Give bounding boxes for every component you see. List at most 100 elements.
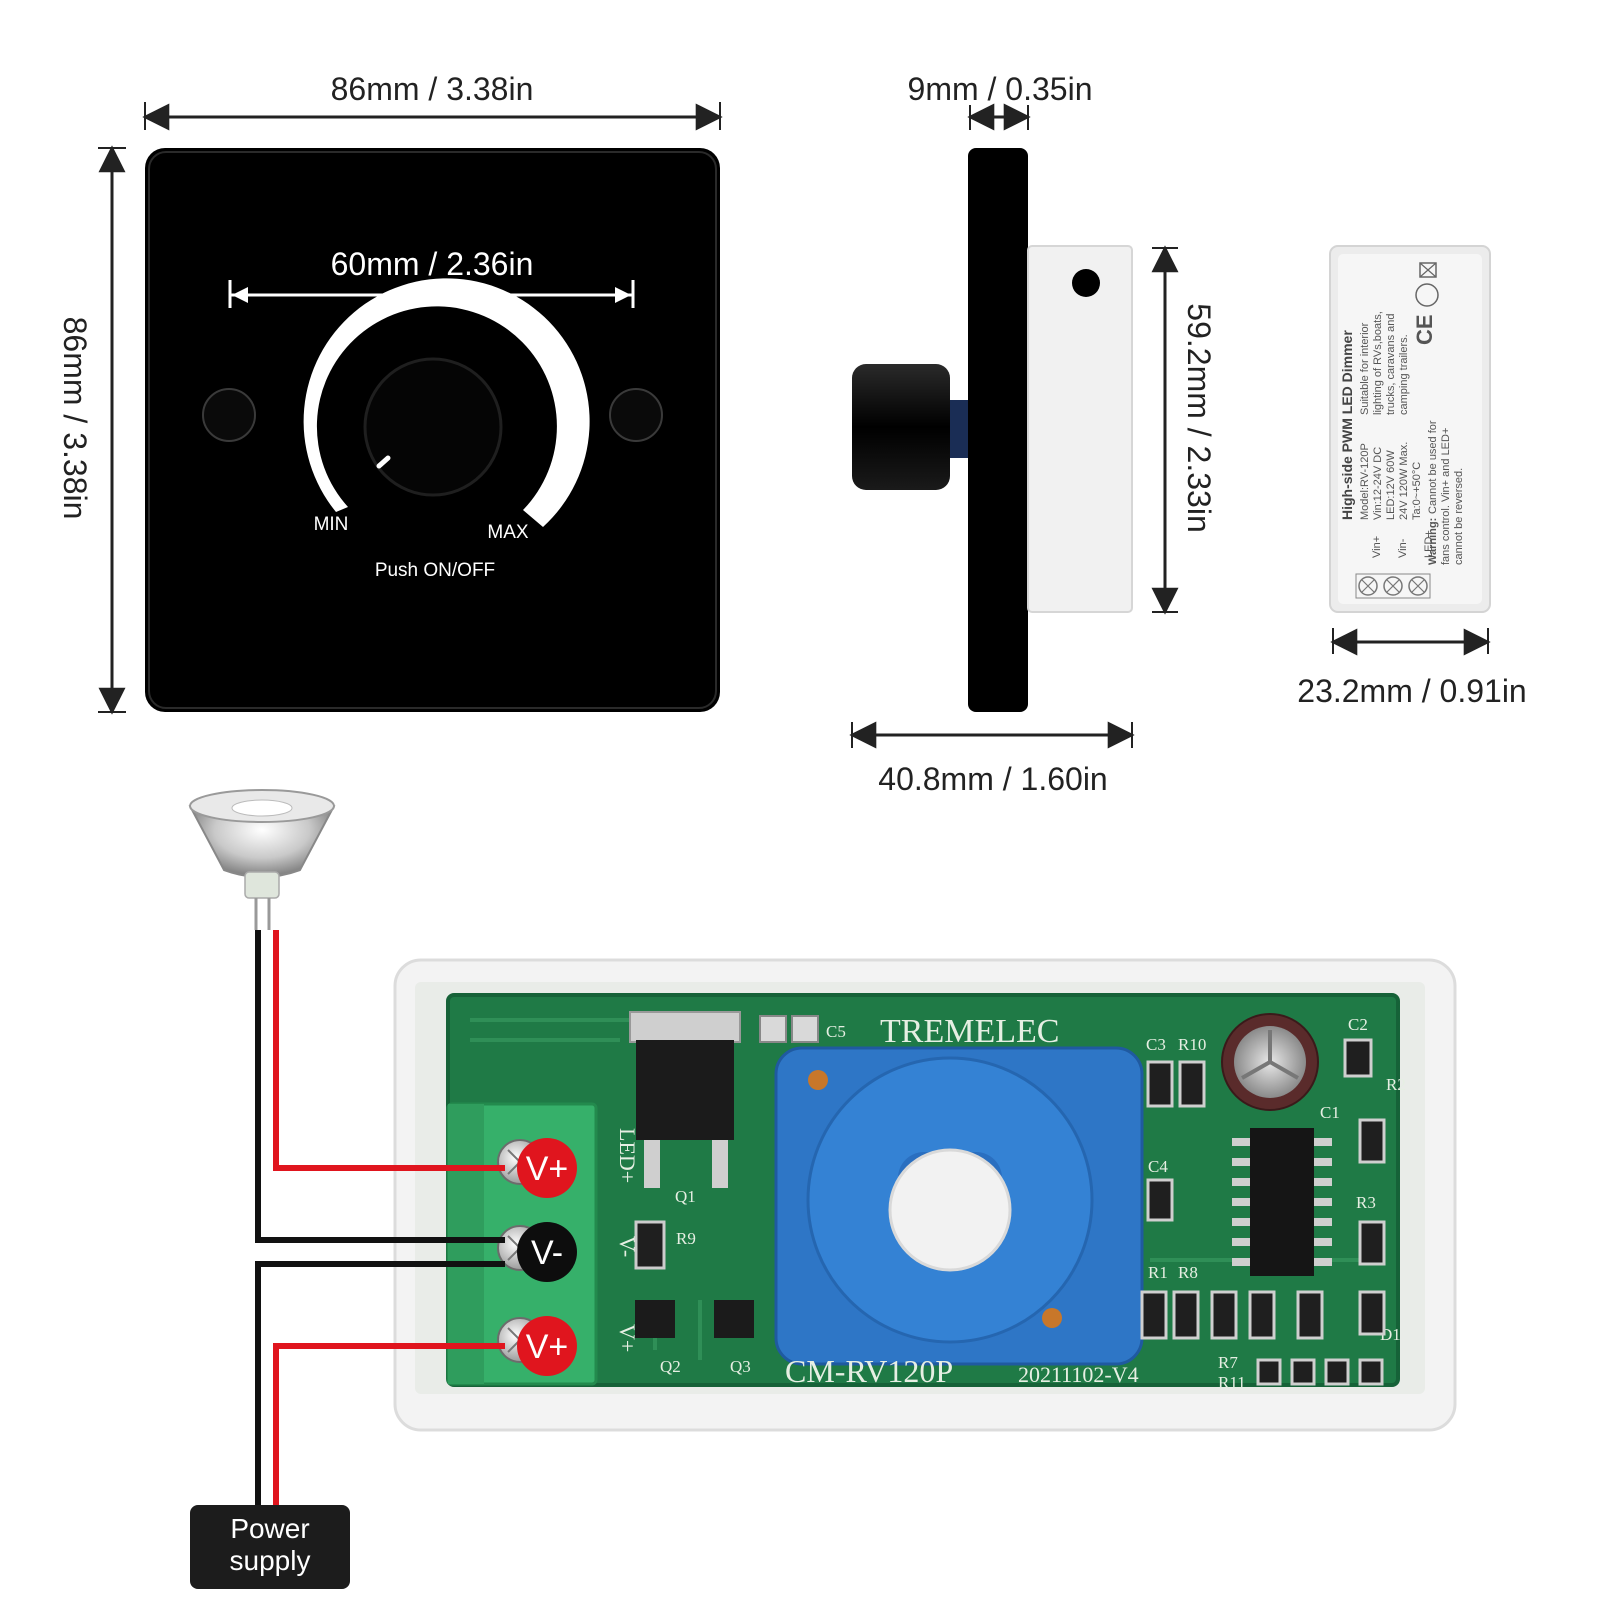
terminal-vin-plus: Vin+ <box>1371 536 1383 558</box>
side-total-label: 40.8mm / 1.60in <box>878 761 1107 797</box>
silk-r1: R1 <box>1148 1263 1168 1282</box>
transistor-q3 <box>714 1300 754 1338</box>
module-line-4: 24V 120W Max. <box>1398 442 1410 520</box>
knob-ring-dimension: 60mm / 2.36in <box>228 246 635 308</box>
side-module <box>1027 245 1133 613</box>
warning-line-1: Cannot be used for <box>1427 420 1439 514</box>
side-plate <box>968 148 1028 712</box>
terminal-led-plus: LED+ <box>1423 530 1435 558</box>
silk-c1: C1 <box>1320 1103 1340 1122</box>
terminal-badges: V+ V- V+ <box>517 1138 577 1376</box>
rohs-icon <box>1415 283 1439 307</box>
pcb-brand: TREMELEC <box>880 1013 1059 1050</box>
transistor-q2 <box>635 1300 675 1338</box>
smd-components <box>1140 1038 1386 1386</box>
silk-r7: R7 <box>1218 1353 1238 1372</box>
silk-r3: R3 <box>1356 1193 1376 1212</box>
power-supply: Power supply <box>190 1505 350 1589</box>
silk-q3: Q3 <box>730 1357 751 1376</box>
badge-vplus-top <box>517 1138 577 1198</box>
silk-r2: R2 <box>1386 1075 1406 1094</box>
module-label-text: High-side PWM LED Dimmer Model:RV-120P V… <box>1339 262 1465 565</box>
side-knob <box>852 364 950 490</box>
terminal-screws-icons <box>1355 573 1431 599</box>
module-suitable-4: camping trailers. <box>1398 334 1410 415</box>
wire-bulb-negative <box>255 930 505 1243</box>
silk-c2: C2 <box>1348 1015 1368 1034</box>
pcb-model: CM-RV120P <box>785 1353 953 1389</box>
module-suitable-3: trucks, caravans and <box>1385 314 1397 416</box>
ic-chip <box>1250 1128 1314 1276</box>
badge-vminus-label: V- <box>531 1234 563 1272</box>
knob-ring-label: 60mm / 2.36in <box>331 246 534 282</box>
module-width-label: 23.2mm / 0.91in <box>1297 673 1526 709</box>
silk-r8: R8 <box>1178 1263 1198 1282</box>
front-width-dimension: 86mm / 3.38in <box>142 71 723 131</box>
power-supply-label-2: supply <box>230 1545 311 1576</box>
knob-indicator <box>376 455 391 469</box>
mosfet-tab <box>629 1011 741 1043</box>
side-height-label: 59.2mm / 2.33in <box>1181 303 1217 532</box>
silk-r9: R9 <box>676 1229 696 1248</box>
front-panel: 60mm / 2.36in MIN MAX Push ON/OFF <box>145 148 720 712</box>
module-line-1: Model:RV-120P <box>1359 443 1371 520</box>
module-title: High-side PWM LED Dimmer <box>1339 330 1355 520</box>
warning-line-3: cannot be reversed. <box>1453 468 1465 565</box>
silk-c5: C5 <box>826 1022 846 1041</box>
power-supply-box <box>190 1505 350 1589</box>
push-label: Push ON/OFF <box>375 560 495 581</box>
power-supply-label-1: Power <box>230 1513 309 1544</box>
module-width-dimension: 23.2mm / 0.91in <box>1297 628 1527 709</box>
screw-cover-left <box>202 388 256 442</box>
silk-led-plus: LED+ <box>615 1128 640 1183</box>
wire-supply-positive <box>273 1343 505 1505</box>
silk-v-minus: V- <box>615 1236 640 1257</box>
resistor-r9 <box>634 1220 666 1270</box>
potentiometer-shaft <box>888 1148 1012 1272</box>
wiring <box>255 930 505 1505</box>
badge-vminus <box>517 1222 577 1282</box>
badge-vplus-top-label: V+ <box>526 1150 569 1188</box>
badge-vplus-bottom-label: V+ <box>526 1328 569 1366</box>
silk-c4: C4 <box>1148 1157 1168 1176</box>
brightness-arc <box>303 278 590 527</box>
side-module-hole <box>1072 269 1100 297</box>
pcb-module: LED+ V- V+ Q1 R9 Q2 Q3 C5 TREMELEC CM- <box>393 958 1457 1432</box>
front-height-dimension: 86mm / 3.38in <box>57 145 126 715</box>
pcb-version: 20211102-V4 <box>1018 1362 1139 1387</box>
module-line-3: LED:12V 60W <box>1385 450 1397 520</box>
side-height-dimension: 59.2mm / 2.33in <box>1151 245 1217 615</box>
min-label: MIN <box>314 514 349 535</box>
mosfet-q1 <box>636 1040 734 1140</box>
warning-title: Warning: <box>1427 518 1439 565</box>
side-view <box>852 148 1133 712</box>
halogen-bulb <box>188 789 336 930</box>
silk-c3: C3 <box>1146 1035 1166 1054</box>
module-suitable-2: lighting of RVs,boats, <box>1372 311 1384 415</box>
silk-q2: Q2 <box>660 1357 681 1376</box>
wire-supply-negative <box>255 1261 505 1505</box>
silk-q1: Q1 <box>675 1187 696 1206</box>
silk-r10: R10 <box>1178 1035 1206 1054</box>
module-suitable-1: Suitable for interior <box>1359 322 1371 415</box>
module-top-view: High-side PWM LED Dimmer Model:RV-120P V… <box>1329 245 1491 613</box>
max-label: MAX <box>487 522 529 543</box>
ce-mark: CE <box>1412 314 1437 345</box>
wire-bulb-positive <box>273 930 505 1171</box>
module-line-2: Vin:12-24V DC <box>1372 447 1384 520</box>
dimmer-knob[interactable] <box>363 357 503 497</box>
screw-cover-right <box>609 388 663 442</box>
side-depth-dimension: 9mm / 0.35in <box>908 71 1093 131</box>
side-depth-label: 9mm / 0.35in <box>908 71 1093 107</box>
silk-r11: R11 <box>1218 1373 1246 1392</box>
side-shaft <box>950 400 968 458</box>
badge-vplus-bottom <box>517 1316 577 1376</box>
warning-line-2: fans control. Vin+ and LED+ <box>1440 428 1452 565</box>
module-line-5: Ta:0~+50°C <box>1411 462 1423 520</box>
weee-bin-icon <box>1419 262 1437 278</box>
front-width-label: 86mm / 3.38in <box>331 71 534 107</box>
terminal-vin-minus: Vin- <box>1397 538 1409 558</box>
side-total-dimension: 40.8mm / 1.60in <box>849 721 1135 797</box>
front-height-label: 86mm / 3.38in <box>57 317 93 520</box>
